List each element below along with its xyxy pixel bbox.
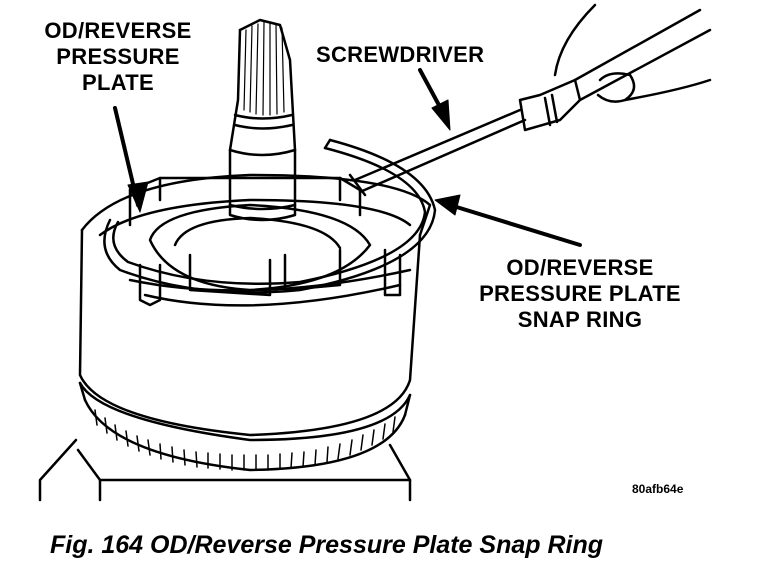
arrow-snap-ring [434, 194, 582, 247]
label-od-reverse-pressure-plate: OD/REVERSE PRESSURE PLATE [28, 18, 208, 96]
label-line: PRESSURE PLATE [479, 281, 681, 306]
figure-caption: Fig. 164 OD/Reverse Pressure Plate Snap … [50, 531, 604, 559]
hand [553, 3, 712, 103]
arrow-screwdriver [418, 68, 451, 131]
gear-ring [78, 381, 412, 472]
label-line: PLATE [82, 70, 154, 95]
base-block [38, 438, 412, 502]
screwdriver [348, 8, 712, 197]
label-screwdriver: SCREWDRIVER [316, 42, 485, 67]
figure-code: 80afb64e [632, 482, 684, 496]
label-line: SNAP RING [517, 307, 643, 332]
snap-ring [103, 138, 437, 294]
arrow-pressure-plate [113, 106, 149, 213]
gear-teeth [94, 409, 396, 471]
input-shaft [228, 18, 297, 222]
label-line: OD/REVERSE [506, 255, 654, 280]
label-line: OD/REVERSE [44, 18, 192, 43]
shaft-splines [243, 21, 285, 116]
label-snap-ring: OD/REVERSE PRESSURE PLATE SNAP RING [455, 255, 705, 333]
clutch-drum [78, 173, 432, 437]
label-line: PRESSURE [56, 44, 180, 69]
